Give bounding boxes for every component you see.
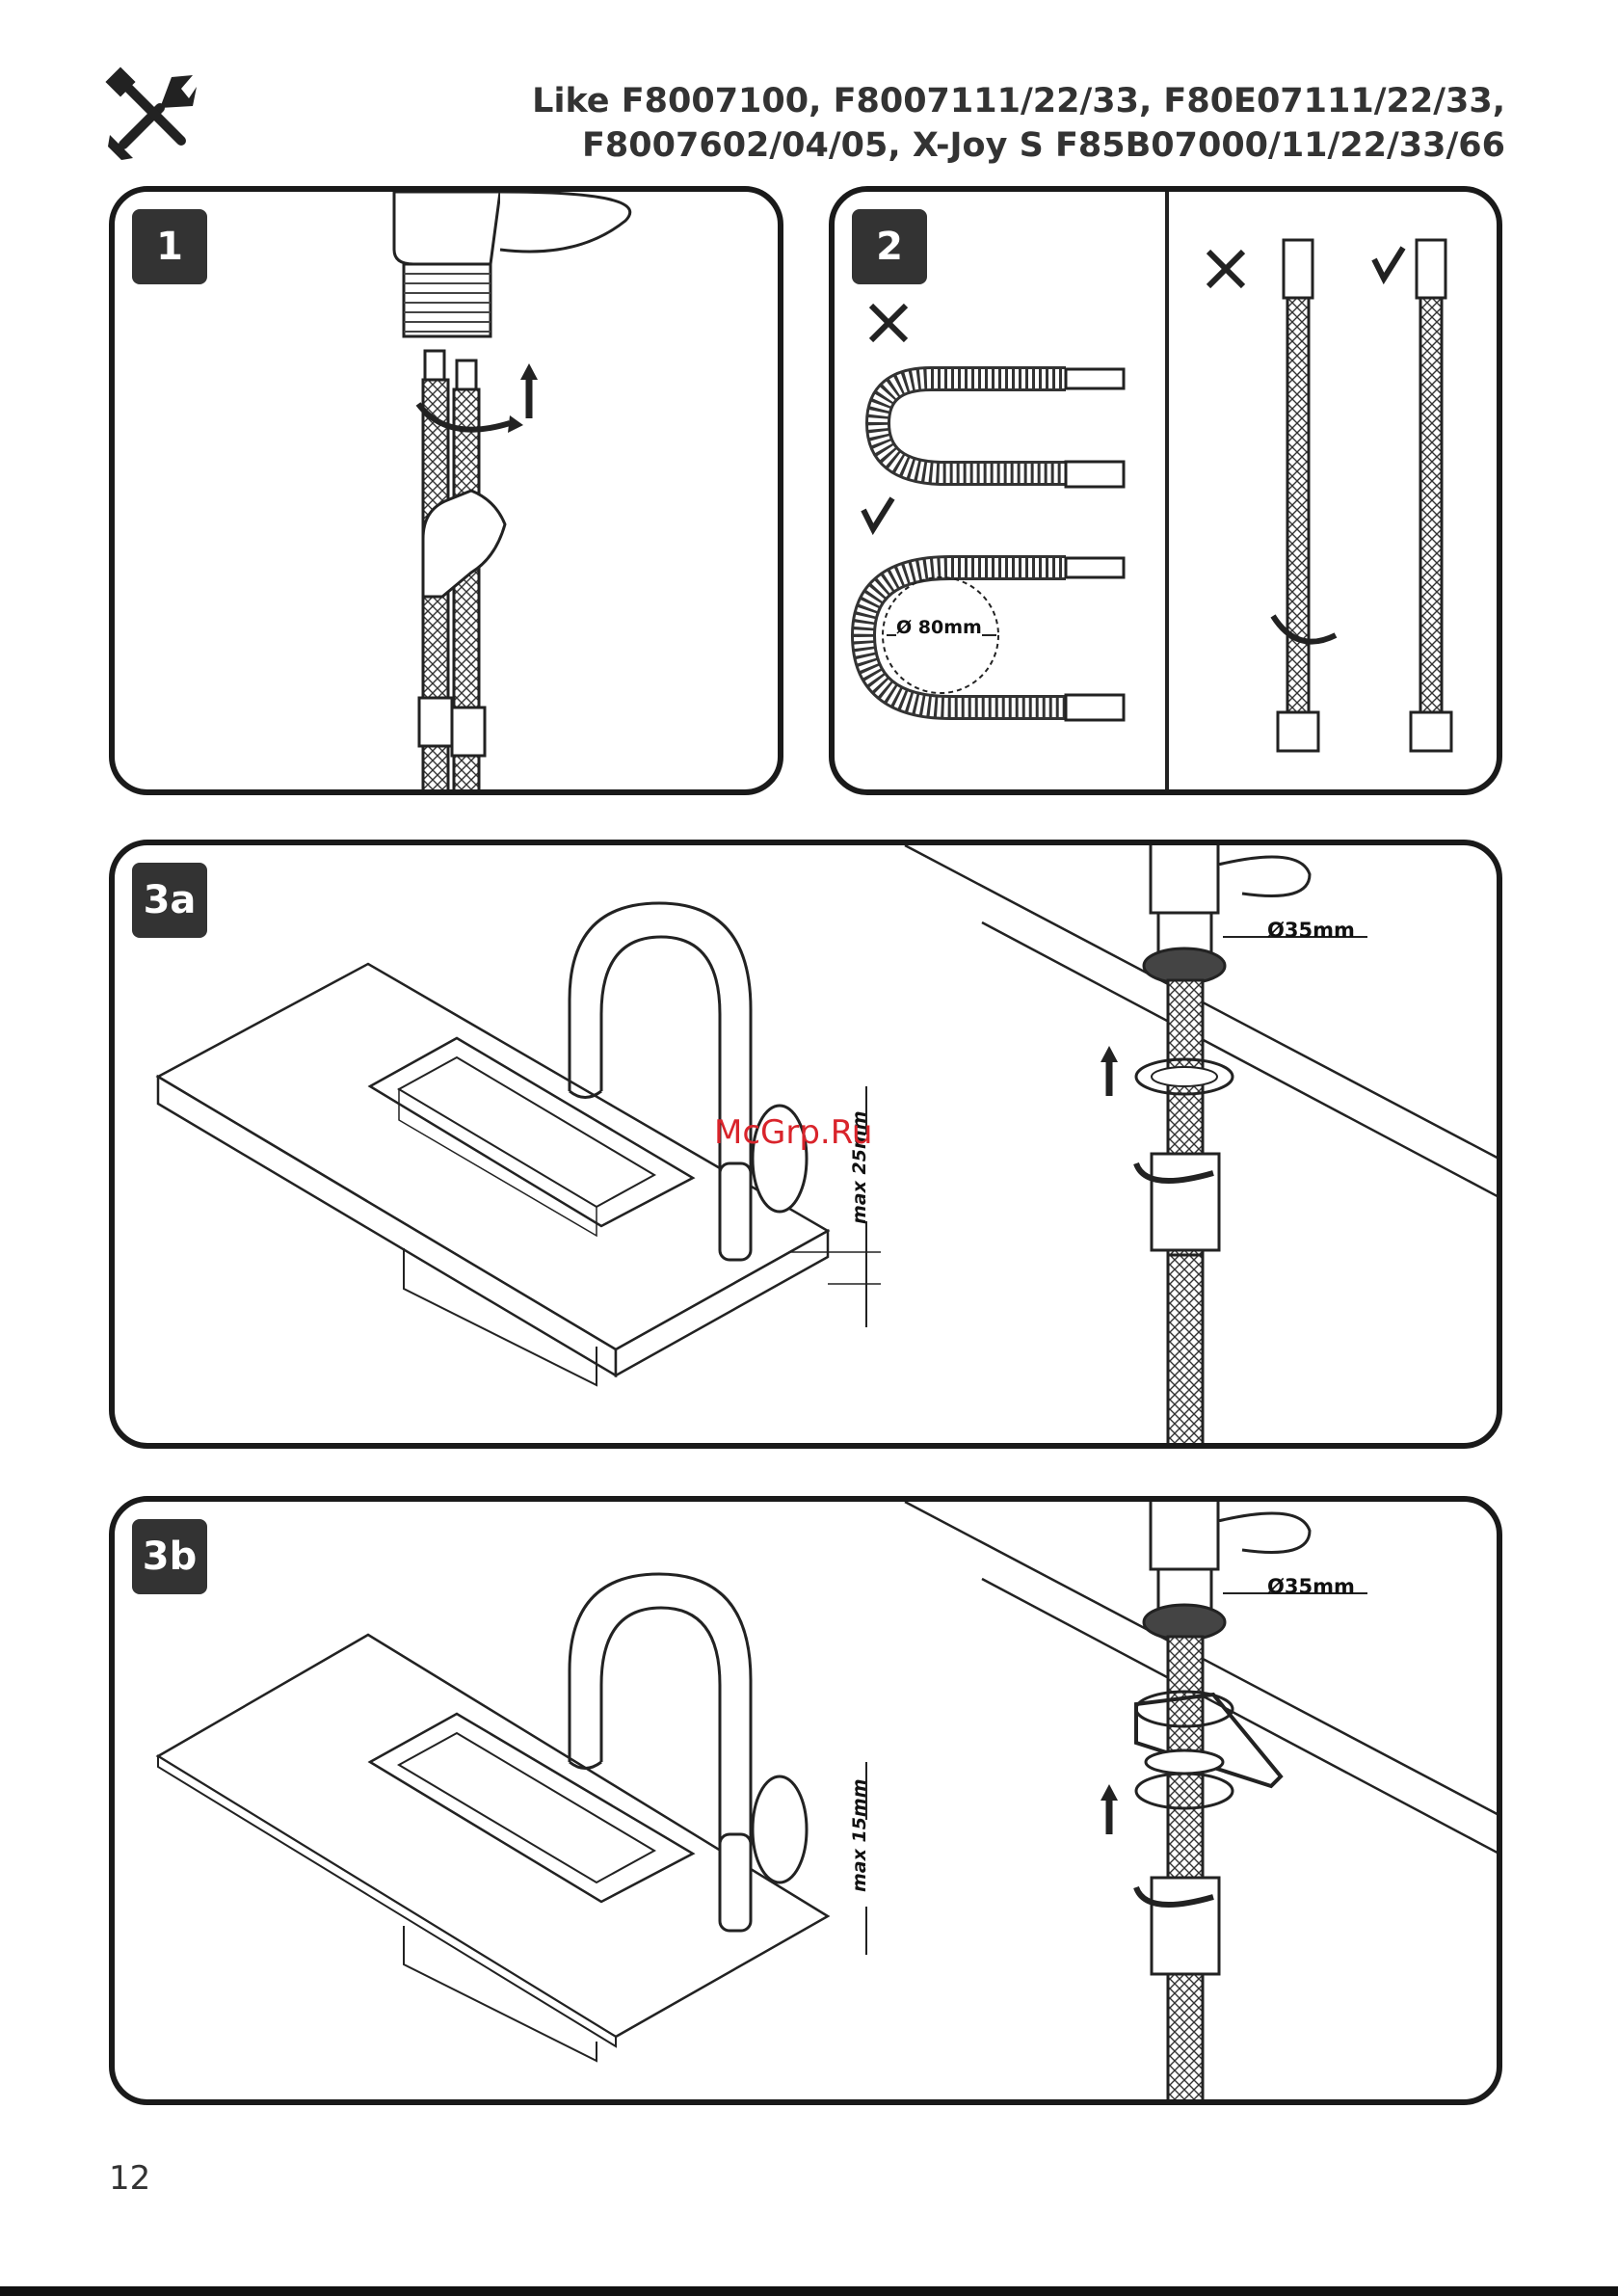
watermark: McGrp.Ru <box>714 1113 872 1152</box>
hole-diameter-label-3a: Ø35mm <box>1267 919 1355 942</box>
hole-diameter-label-3b: Ø35mm <box>1267 1575 1355 1598</box>
step-3a-panel: 3a <box>109 840 1502 1449</box>
title-line-1: Like F8007100, F8007111/22/33, F80E07111… <box>532 79 1505 123</box>
step-1-panel: 1 <box>109 186 783 795</box>
max-depth-label-3b: max 15mm <box>849 1778 870 1892</box>
step-3b-panel: 3b Ø35mm <box>109 1496 1502 2105</box>
cross-icon-top <box>871 306 906 340</box>
diameter-label: Ø 80mm <box>896 617 982 638</box>
step-2-panel: 2 Ø 80mm <box>829 186 1502 795</box>
step-2-illustration <box>835 192 1502 795</box>
bottom-rule <box>0 2286 1618 2296</box>
wrench-screwdriver-icon <box>104 66 200 162</box>
cross-icon-right <box>1208 252 1243 286</box>
page-title: Like F8007100, F8007111/22/33, F80E07111… <box>532 79 1505 168</box>
step-1-illustration <box>115 192 783 795</box>
title-line-2: F8007602/04/05, X-Joy S F85B07000/11/22/… <box>532 123 1505 168</box>
page-number: 12 <box>109 2159 150 2198</box>
